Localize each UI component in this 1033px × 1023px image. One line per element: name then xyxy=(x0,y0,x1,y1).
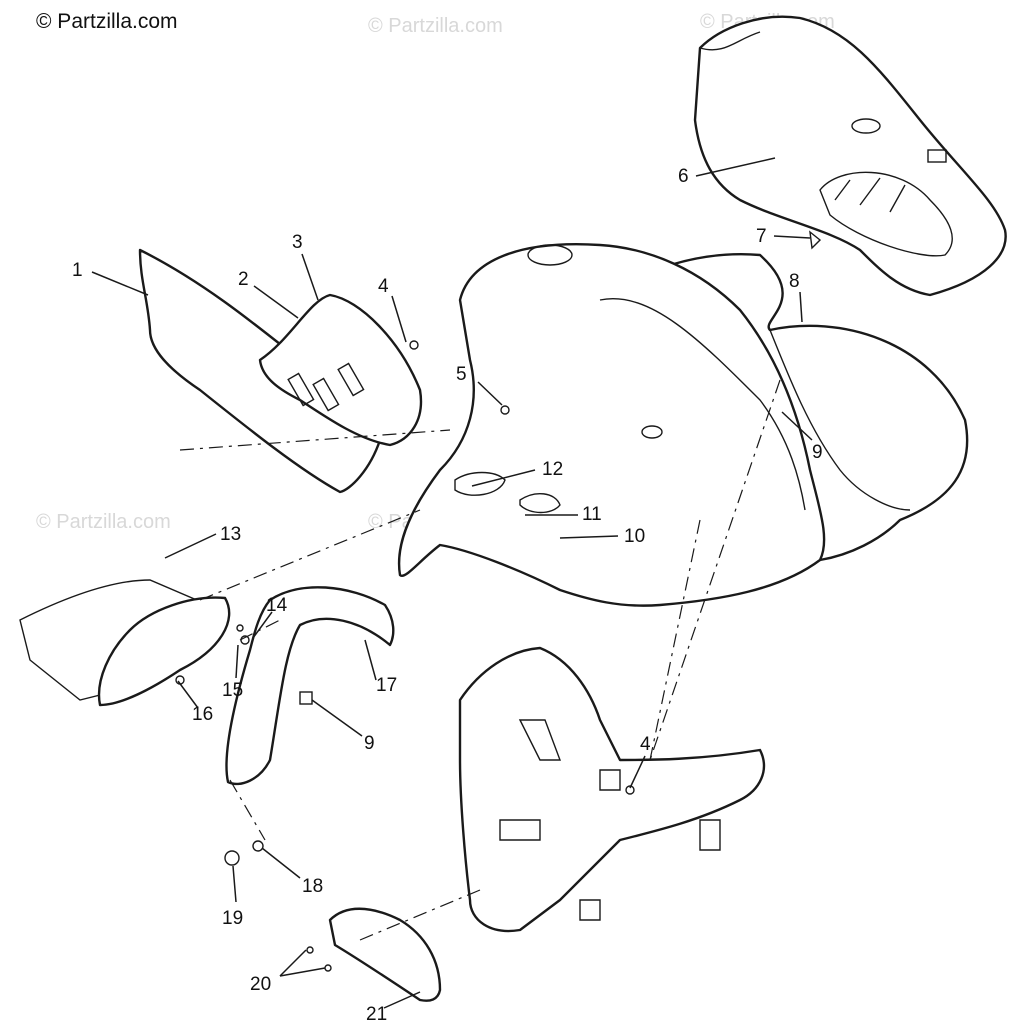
assembly-dash-lines xyxy=(179,379,781,941)
callout-18: 18 xyxy=(302,876,323,897)
callout-8: 8 xyxy=(789,271,800,292)
callout-11: 11 xyxy=(582,504,602,525)
callout-17: 17 xyxy=(376,675,397,696)
part-left-footrest xyxy=(19,579,231,707)
callout-7: 7 xyxy=(756,226,767,247)
callout-leaders xyxy=(91,157,813,1009)
callout-13: 13 xyxy=(220,524,241,545)
callout-2: 2 xyxy=(238,269,249,290)
part-17-fender-flare xyxy=(225,586,395,786)
callout-14: 14 xyxy=(266,595,288,616)
part-3-footwell-panel xyxy=(258,293,423,447)
copyright-text: © Partzilla.com xyxy=(36,10,178,33)
part-21-skid-plate xyxy=(328,907,442,1002)
callout-3: 3 xyxy=(292,232,303,253)
callout-9-bottom: 9 xyxy=(364,733,375,754)
callout-21: 21 xyxy=(366,1004,387,1023)
callout-1: 1 xyxy=(72,260,83,281)
part-frame-assembly xyxy=(458,646,766,933)
hardware-fasteners xyxy=(175,230,822,972)
watermark-mid-left: © Partzilla.com xyxy=(36,511,171,533)
callout-20: 20 xyxy=(250,974,271,995)
callout-19: 19 xyxy=(222,908,243,929)
callout-5: 5 xyxy=(456,364,467,385)
callout-labels: 1 2 3 4 5 6 7 8 9 10 11 12 13 14 15 16 1… xyxy=(72,166,823,1023)
part-6-rear-cover xyxy=(693,15,1007,297)
callout-4-bottom: 4 xyxy=(640,734,651,755)
callout-12: 12 xyxy=(542,459,563,480)
callout-16: 16 xyxy=(192,704,213,725)
watermark-top-center: © Partzilla.com xyxy=(368,15,503,37)
callout-6: 6 xyxy=(678,166,689,187)
callout-9-top: 9 xyxy=(812,442,823,463)
callout-10: 10 xyxy=(624,526,645,547)
callout-4-top: 4 xyxy=(378,276,389,297)
part-front-body-fender xyxy=(397,243,826,607)
callout-15: 15 xyxy=(222,680,243,701)
